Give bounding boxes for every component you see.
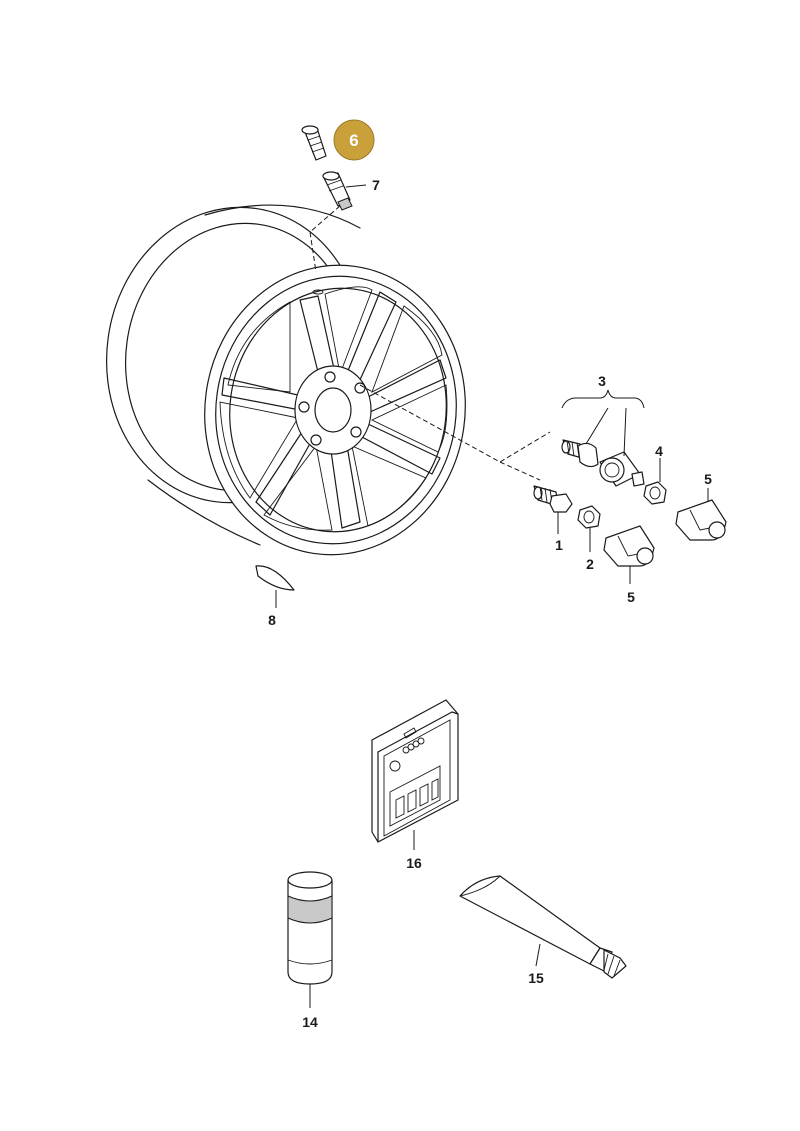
callout-label-8: 8	[268, 612, 276, 628]
callout-label-2: 2	[586, 556, 594, 572]
callout-label-6: 6	[349, 131, 358, 150]
callout-label-14: 14	[302, 1014, 318, 1030]
part-3-bracket	[561, 389, 645, 409]
callout-label-15: 15	[528, 970, 544, 986]
part-4-nut[interactable]	[643, 458, 667, 505]
part-5-valve-cap-lower[interactable]	[603, 525, 655, 584]
callout-label-1: 1	[555, 537, 563, 553]
callout-label-7: 7	[372, 177, 380, 193]
callout-label-4: 4	[655, 443, 663, 459]
part-3-sensor-body[interactable]	[599, 407, 645, 487]
callout-label-16: 16	[406, 855, 422, 871]
part-2-nut[interactable]	[577, 505, 601, 552]
part-14-spray-can[interactable]	[287, 871, 333, 1008]
part-16-blister-pack[interactable]	[371, 699, 459, 850]
wheel-spokes	[219, 286, 448, 531]
part-8-balance-weight[interactable]	[255, 565, 295, 608]
part-15-tube[interactable]	[459, 875, 627, 979]
part-7-valve-stem[interactable]	[322, 171, 367, 211]
part-1-valve-bolt[interactable]	[533, 485, 573, 534]
callout-label-3: 3	[598, 373, 606, 389]
alloy-wheel[interactable]	[88, 191, 484, 572]
lug-holes	[298, 371, 366, 446]
callout-label-5-lower: 5	[627, 589, 635, 605]
part-6-valve-core[interactable]	[301, 125, 327, 161]
callout-label-5-upper: 5	[704, 471, 712, 487]
callout-6-highlight[interactable]: 6	[333, 119, 375, 161]
part-5-valve-cap-upper[interactable]	[675, 488, 727, 541]
part-3-valve-bolt[interactable]	[561, 407, 609, 468]
